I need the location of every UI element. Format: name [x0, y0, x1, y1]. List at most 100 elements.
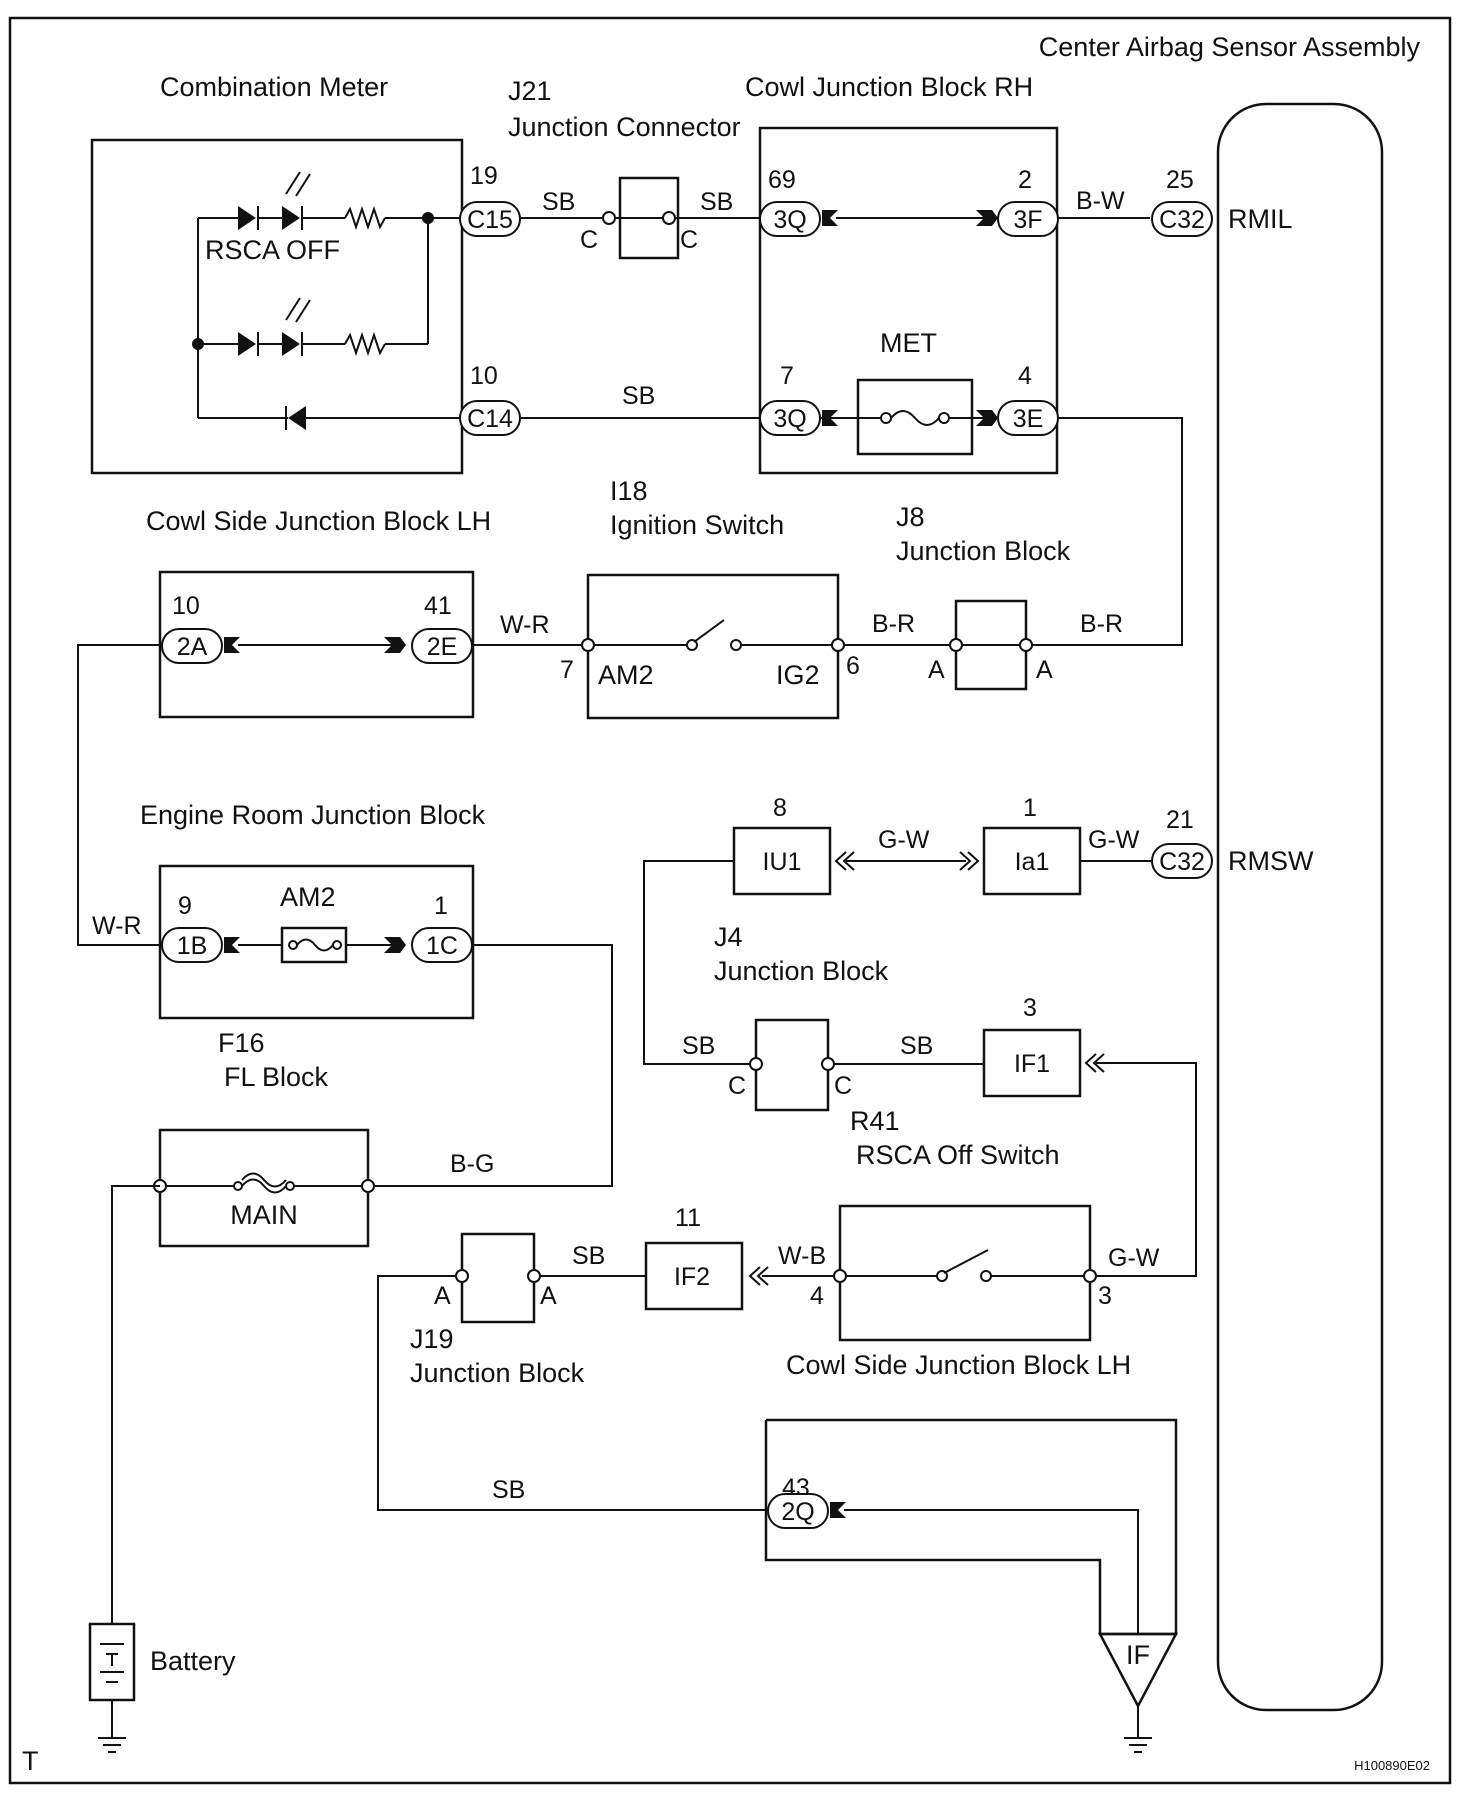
- r41-name-label: RSCA Off Switch: [856, 1140, 1060, 1170]
- j19-name-label: Junction Block: [410, 1358, 585, 1388]
- j21-name-label: Junction Connector: [508, 112, 741, 142]
- r41-id-label: R41: [850, 1106, 900, 1136]
- connector-1b-label: 1B: [177, 932, 208, 960]
- if-ground-label: IF: [1126, 1640, 1150, 1670]
- wire-label-b-g: B-G: [450, 1150, 494, 1178]
- pin-11: 11: [675, 1204, 701, 1232]
- pin-7-ignition: 7: [560, 656, 574, 684]
- center-airbag-label: Center Airbag Sensor Assembly: [1039, 32, 1421, 62]
- connector-2a-label: 2A: [177, 633, 208, 661]
- connector-c14-label: C14: [467, 405, 513, 433]
- cowl-side-junction-block-lh-2q: [764, 1418, 1178, 1636]
- wire-label-w-r: W-R: [92, 912, 142, 940]
- pin-9: 9: [178, 892, 192, 920]
- ignition-switch-box: [586, 573, 840, 720]
- pin-21: 21: [1166, 806, 1194, 834]
- am2-fuse-label: AM2: [280, 882, 336, 912]
- cowl-junction-block-rh: [758, 126, 1059, 475]
- resistor-icon: [344, 331, 386, 357]
- pin-1-engine-room: 1: [434, 892, 448, 920]
- pin-8: 8: [773, 794, 787, 822]
- pin-4-switch: 4: [810, 1282, 824, 1310]
- pin-41: 41: [424, 592, 452, 620]
- cowl-rh-label: Cowl Junction Block RH: [745, 72, 1033, 102]
- pin-25: 25: [1166, 166, 1194, 194]
- combination-meter-box: [90, 138, 464, 475]
- wire-label-sb: SB: [682, 1032, 715, 1060]
- connector-3e-label: 3E: [1013, 405, 1044, 433]
- switch-icon: [943, 1249, 989, 1274]
- j19-pin-a-right: A: [540, 1282, 557, 1310]
- j19-junction-block: [460, 1232, 536, 1324]
- wire-label-sb: SB: [572, 1242, 605, 1270]
- j21-pin-c-left: C: [580, 226, 598, 254]
- connector-3f-label: 3F: [1013, 206, 1042, 234]
- connector-3q-top: [759, 201, 821, 237]
- wire-3e-to-j8: [1058, 417, 1183, 646]
- j21-id-label: J21: [508, 76, 552, 106]
- engine-room-junction-block: [158, 864, 475, 1020]
- diode-icon: [288, 406, 306, 430]
- i18-id-label: I18: [610, 476, 648, 506]
- connector-c15-label: C15: [467, 206, 513, 234]
- battery-label: Battery: [150, 1646, 236, 1676]
- rmil-label: RMIL: [1228, 204, 1293, 234]
- pin-6-ignition: 6: [846, 652, 860, 680]
- connector-c32-rmsw: [1151, 843, 1213, 879]
- j8-pin-a-left: A: [928, 656, 945, 684]
- wire-label-sb: SB: [542, 188, 575, 216]
- cowl-side-lh-bottom-label: Cowl Side Junction Block LH: [786, 1350, 1131, 1380]
- rmsw-label: RMSW: [1228, 846, 1314, 876]
- wire-label-w-b: W-B: [778, 1242, 826, 1270]
- pin-3-if1: 3: [1023, 994, 1037, 1022]
- wire-j19-to-2q: [377, 1275, 766, 1511]
- r41-pin-c-left: C: [728, 1072, 746, 1100]
- connector-2e-label: 2E: [427, 633, 458, 661]
- ground-icon: [98, 1737, 126, 1753]
- wire-label-sb: SB: [700, 188, 733, 216]
- pin-2: 2: [1018, 166, 1032, 194]
- pin-3-switch: 3: [1098, 1282, 1112, 1310]
- wire-label-g-w: G-W: [1108, 1244, 1160, 1272]
- connector-ia1-label: Ia1: [1015, 848, 1050, 876]
- diode-icon: [238, 332, 256, 356]
- led-icon: [282, 206, 300, 230]
- rsca-off-label: RSCA OFF: [205, 235, 340, 265]
- diagram-frame: [8, 16, 1452, 1785]
- wire-if1-to-switch: [1090, 1062, 1197, 1277]
- wire-label-w-r: W-R: [500, 611, 550, 639]
- pin-7-cowl: 7: [780, 362, 794, 390]
- connector-3q-label: 3Q: [773, 405, 806, 433]
- connector-2q: [767, 1493, 829, 1529]
- pin-10-lh: 10: [172, 592, 200, 620]
- connector-1b: [161, 927, 223, 963]
- wire-label-b-r: B-R: [1080, 610, 1123, 638]
- wire-label-sb: SB: [492, 1476, 525, 1504]
- combination-meter-label: Combination Meter: [160, 72, 388, 102]
- cowl-side-junction-block-lh-bottom: [838, 1204, 1092, 1342]
- i18-name-label: Ignition Switch: [610, 510, 784, 540]
- connector-c32-label: C32: [1159, 206, 1205, 234]
- wire-label-g-w: G-W: [1088, 826, 1140, 854]
- j19-pin-a-left: A: [434, 1282, 451, 1310]
- diode-icon: [238, 206, 256, 230]
- fuse-icon: [296, 938, 334, 952]
- wire-label-sb: SB: [900, 1032, 933, 1060]
- pin-1-ia1: 1: [1023, 794, 1037, 822]
- j8-id-label: J8: [896, 502, 925, 532]
- wire-label-g-w: G-W: [878, 826, 930, 854]
- j8-name-label: Junction Block: [896, 536, 1071, 566]
- wire-2q-to-if: [844, 1509, 1139, 1634]
- wire-1c-to-main: [368, 944, 613, 1187]
- connector-1c-label: 1C: [426, 932, 458, 960]
- am2-terminal-label: AM2: [598, 660, 654, 690]
- connector-if1: [982, 1028, 1082, 1098]
- met-label: MET: [880, 328, 937, 358]
- rsca-off-indicator-circuit: [192, 171, 460, 430]
- figure-code-label: H100890E02: [1354, 1758, 1430, 1773]
- wire-2a-to-1b: [77, 644, 162, 946]
- resistor-icon: [344, 205, 386, 231]
- pin-69: 69: [768, 166, 796, 194]
- center-airbag-sensor-body: [1216, 102, 1384, 1712]
